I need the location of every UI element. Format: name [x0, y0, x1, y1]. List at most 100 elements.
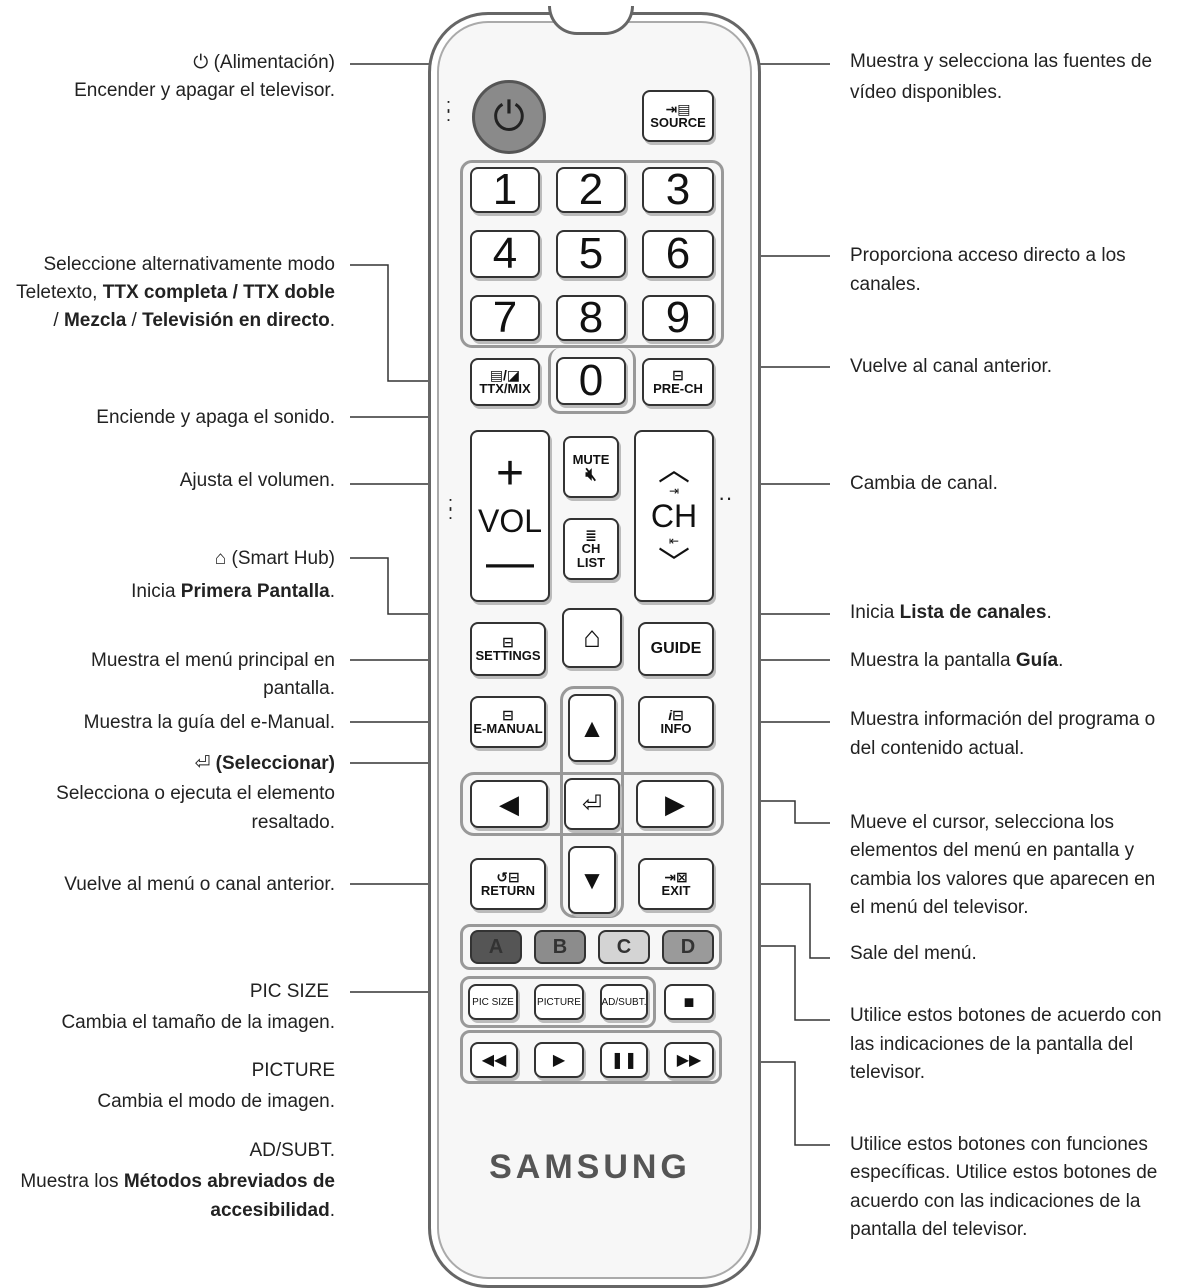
- color-a-button[interactable]: A: [470, 930, 522, 964]
- source-button[interactable]: ⇥▤ SOURCE: [642, 90, 714, 142]
- power-title: (Alimentación): [213, 52, 335, 73]
- return-button[interactable]: ↺⊟ RETURN: [470, 858, 546, 910]
- next-icon: ⇥: [668, 484, 680, 498]
- picture-button[interactable]: PICTURE: [534, 984, 584, 1020]
- right-arrow-button[interactable]: ▶: [636, 780, 714, 828]
- prech-button[interactable]: ⊟ PRE-CH: [642, 358, 714, 406]
- adsubt-text: .: [329, 1200, 335, 1221]
- ch-desc: Cambia de canal.: [850, 473, 998, 494]
- prech-desc: Vuelve al canal anterior.: [850, 356, 1053, 377]
- stop-icon: ■: [683, 991, 695, 1012]
- triangle-up-icon: ▲: [579, 712, 605, 743]
- media-desc-2: específicas. Utilice estos botones de: [850, 1162, 1158, 1183]
- channel-rocker[interactable]: ︿ ⇥ CH ⇤ ﹀: [634, 430, 714, 602]
- cursor-desc-4: el menú del televisor.: [850, 897, 1029, 918]
- digit-6-button[interactable]: 6: [642, 229, 714, 278]
- power-desc: Encender y apagar el televisor.: [74, 80, 335, 101]
- smarthub-label: ⌂ (Smart Hub): [215, 544, 335, 573]
- stop-button[interactable]: ■: [664, 984, 714, 1020]
- select-enter-icon: ⏎: [581, 790, 603, 818]
- smarthub-bold: Primera Pantalla: [180, 581, 330, 602]
- smarthub-text: Inicia: [131, 581, 181, 602]
- rewind-button[interactable]: ◀◀: [470, 1042, 518, 1078]
- fast-forward-button[interactable]: ▶▶: [664, 1042, 714, 1078]
- ttx-text: Teletexto,: [16, 282, 103, 303]
- media-buttons-group: [460, 1030, 722, 1084]
- digit-7-button[interactable]: 7: [470, 293, 540, 342]
- chlist-bold: Lista de canales: [899, 602, 1047, 623]
- color-c-button[interactable]: C: [598, 930, 650, 964]
- ttx-bold: TTX completa / TTX doble: [102, 282, 335, 303]
- return-label: RETURN: [480, 883, 536, 898]
- volume-rocker[interactable]: + VOL —: [470, 430, 550, 602]
- mute-button[interactable]: MUTE 🔇︎: [563, 436, 619, 498]
- home-button[interactable]: ⌂: [562, 608, 622, 668]
- cursor-desc-3: cambia los valores que aparecen en: [850, 869, 1156, 890]
- guide-text: Muestra la pantalla: [850, 650, 1016, 671]
- adsubt-desc-1: Muestra los Métodos abreviados de: [20, 1167, 335, 1196]
- settings-button[interactable]: ⊟ SETTINGS: [470, 622, 546, 676]
- digit-9-button[interactable]: 9: [642, 293, 714, 342]
- power-icon: ⏻: [493, 94, 525, 139]
- select-button[interactable]: ⏎: [564, 778, 620, 830]
- up-arrow-button[interactable]: ▲: [568, 694, 616, 762]
- digit-label: 0: [578, 356, 604, 405]
- ttx-mix-button[interactable]: ▤/◪ TTX/MIX: [470, 358, 540, 406]
- list-icon: ≣: [585, 527, 597, 543]
- source-desc-2: vídeo disponibles.: [850, 82, 1003, 103]
- cursor-desc-1: Mueve el cursor, selecciona los: [850, 812, 1115, 833]
- ttx-label: TTX/MIX: [479, 381, 531, 396]
- power-button[interactable]: ⏻: [472, 80, 546, 154]
- digit-4-button[interactable]: 4: [470, 229, 540, 278]
- ch-label: CH: [650, 498, 698, 534]
- settings-icon: ⊟: [502, 634, 514, 650]
- ch-list-button[interactable]: ≣ CH LIST: [563, 518, 619, 580]
- picture-desc: Cambia el modo de imagen.: [97, 1091, 335, 1112]
- mute-label: MUTE: [572, 452, 610, 467]
- ttx-bold: Mezcla: [63, 310, 127, 331]
- ad-subt-button[interactable]: AD/SUBT.: [600, 984, 648, 1020]
- digit-8-button[interactable]: 8: [556, 293, 626, 342]
- ttx-text: /: [53, 310, 64, 331]
- info-label: INFO: [660, 721, 692, 736]
- ttx-text: .: [329, 310, 335, 331]
- color-b-button[interactable]: B: [534, 930, 586, 964]
- adsubt-label: AD/SUBT.: [601, 996, 647, 1008]
- power-label: ⏻ (Alimentación): [193, 48, 335, 77]
- pic-size-button[interactable]: PIC SIZE: [468, 984, 518, 1020]
- play-button[interactable]: ▶: [534, 1042, 584, 1078]
- colors-desc-1: Utilice estos botones de acuerdo con: [850, 1005, 1162, 1026]
- digit-label: 3: [665, 165, 691, 214]
- guide-desc: Muestra la pantalla Guía.: [850, 646, 1063, 675]
- select-label: ⏎ (Seleccionar): [194, 749, 335, 778]
- digit-1-button[interactable]: 1: [470, 165, 540, 214]
- settings-desc-2: pantalla.: [263, 678, 335, 699]
- mute-desc: Enciende y apaga el sonido.: [96, 407, 335, 428]
- digit-2-button[interactable]: 2: [556, 165, 626, 214]
- guide-button[interactable]: GUIDE: [638, 622, 714, 676]
- digit-label: 8: [578, 293, 604, 342]
- e-manual-button[interactable]: ⊟ E-MANUAL: [470, 696, 546, 748]
- select-title: (Seleccionar): [215, 753, 335, 774]
- source-label: SOURCE: [650, 115, 706, 130]
- info-button[interactable]: i⊟ INFO: [638, 696, 714, 748]
- digit-3-button[interactable]: 3: [642, 165, 714, 214]
- chlist-text: .: [1046, 602, 1052, 623]
- picture-label: PICTURE: [537, 996, 581, 1008]
- picture-title: PICTURE: [251, 1060, 335, 1081]
- info-desc-1: Muestra información del programa o: [850, 709, 1156, 730]
- power-small-icon: ⏻: [193, 52, 209, 73]
- exit-icon: ⇥⊠: [664, 869, 688, 885]
- color-d-button[interactable]: D: [662, 930, 714, 964]
- digit-0-button[interactable]: 0: [556, 356, 626, 405]
- left-arrow-button[interactable]: ◀: [470, 780, 548, 828]
- ttx-bold: Televisión en directo: [142, 310, 330, 331]
- dpad-horizontal-outline: [460, 772, 724, 836]
- guide-bold: Guía: [1015, 650, 1059, 671]
- dots-icon: ··: [718, 485, 733, 510]
- exit-button[interactable]: ⇥⊠ EXIT: [638, 858, 714, 910]
- digit-5-button[interactable]: 5: [556, 229, 626, 278]
- down-arrow-button[interactable]: ▼: [568, 846, 616, 914]
- picsize-label: PIC SIZE: [472, 996, 514, 1008]
- pause-button[interactable]: ❚❚: [600, 1042, 648, 1078]
